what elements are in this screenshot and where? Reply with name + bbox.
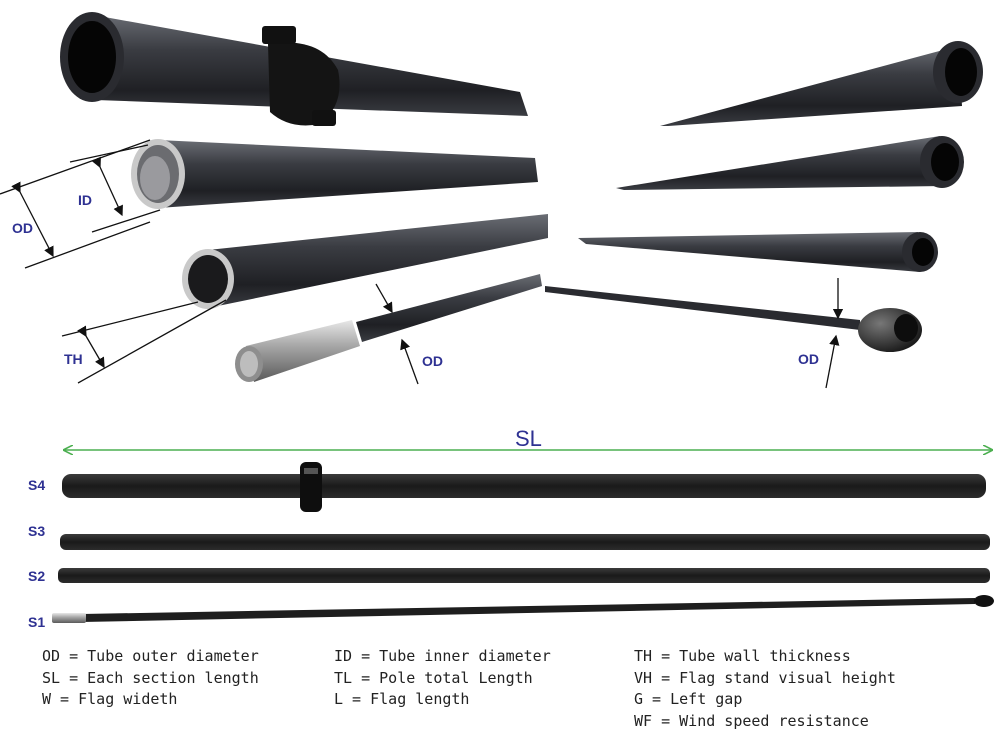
legend-entry: WF = Wind speed resistance (634, 711, 869, 730)
legend-column-1: OD = Tube outer diameter SL = Each secti… (42, 646, 259, 711)
label-id: ID (78, 192, 92, 208)
pole-section-s4 (62, 462, 986, 512)
label-od-left: OD (12, 220, 33, 236)
dimension-lines-right (825, 278, 844, 389)
label-od-right: OD (798, 351, 819, 367)
label-s2: S2 (28, 568, 45, 584)
dimension-lines-left (0, 139, 419, 385)
tube-right-top (660, 41, 983, 126)
rod-with-knob (545, 286, 922, 352)
label-s3: S3 (28, 523, 45, 539)
tube-right-lower (578, 232, 938, 272)
legend-entry: G = Left gap (634, 690, 743, 708)
pole-section-s2 (58, 568, 990, 583)
label-sl: SL (515, 426, 542, 451)
legend-entry: SL = Each section length (42, 668, 259, 687)
tube-wall-thickness (182, 214, 548, 309)
label-th: TH (64, 351, 83, 367)
tube-with-clamp (60, 12, 528, 126)
legend-entry: TH = Tube wall thickness (634, 647, 851, 665)
tube-right-middle (616, 136, 964, 190)
abbreviation-legend: OD = Tube outer diameter SL = Each secti… (40, 646, 980, 742)
tube-inner-diameter (131, 139, 538, 209)
label-s4: S4 (28, 477, 45, 493)
pole-section-s3 (60, 534, 990, 550)
legend-entry: TL = Pole total Length (334, 668, 533, 687)
legend-entry: ID = Tube inner diameter (334, 647, 551, 665)
legend-entry: W = Flag wideth (42, 690, 178, 708)
pole-section-s1 (52, 595, 994, 623)
legend-entry: OD = Tube outer diameter (42, 647, 259, 665)
legend-entry: VH = Flag stand visual height (634, 668, 896, 687)
label-od-mid: OD (422, 353, 443, 369)
label-s1: S1 (28, 614, 45, 630)
legend-column-3: TH = Tube wall thickness VH = Flag stand… (634, 646, 896, 732)
thin-tube-steel-end (235, 274, 542, 382)
legend-entry: L = Flag length (334, 690, 470, 708)
legend-column-2: ID = Tube inner diameter TL = Pole total… (334, 646, 551, 711)
